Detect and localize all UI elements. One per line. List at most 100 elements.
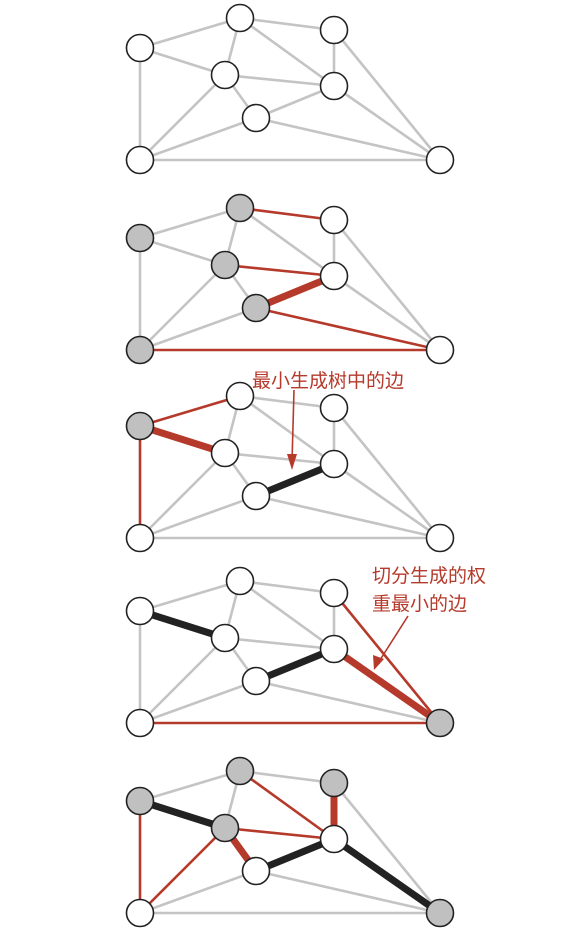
node-f-selected xyxy=(241,293,271,323)
edge-fh xyxy=(255,494,441,540)
node-e xyxy=(319,578,349,608)
node-h xyxy=(425,335,455,365)
crossing-edge-dg xyxy=(224,826,335,841)
node-a-selected xyxy=(125,786,155,816)
annotation-crossing-arrow-line xyxy=(379,615,409,661)
node-d xyxy=(210,60,240,90)
edge-fb xyxy=(139,869,257,915)
edge-ce xyxy=(239,769,335,785)
edge-ac xyxy=(139,206,241,240)
graph-panel-3 xyxy=(125,381,455,553)
node-g xyxy=(319,71,349,101)
node-d xyxy=(210,438,240,468)
node-h xyxy=(425,145,455,175)
annotation-crossing-arrowhead xyxy=(373,655,384,670)
edge-db xyxy=(139,264,226,351)
edge-fh xyxy=(255,116,441,162)
edge-ce xyxy=(239,579,335,595)
node-b xyxy=(125,523,155,553)
mst-edge-ad xyxy=(138,607,227,642)
node-e xyxy=(319,15,349,45)
crossing-edge-ce xyxy=(239,206,335,222)
node-h-selected xyxy=(425,708,455,738)
edge-dg xyxy=(224,451,335,466)
node-g xyxy=(319,634,349,664)
node-h xyxy=(425,523,455,553)
crossing-edge-dg xyxy=(224,263,335,278)
node-f xyxy=(241,103,271,133)
graph-panel-2 xyxy=(125,193,455,365)
edge-cg xyxy=(239,394,335,466)
edge-ce xyxy=(239,394,335,410)
node-b xyxy=(125,898,155,928)
edge-ad xyxy=(139,236,226,267)
node-d-selected xyxy=(210,250,240,280)
edge-gh xyxy=(333,84,441,162)
node-c xyxy=(225,3,255,33)
annotation-crossing-edge: 切分生成的权 重最小的边 xyxy=(372,565,486,670)
node-d-selected xyxy=(210,813,240,843)
node-c-selected xyxy=(225,756,255,786)
edge-eh xyxy=(332,782,442,914)
node-d xyxy=(210,623,240,653)
edge-eh xyxy=(332,407,442,539)
node-e-selected xyxy=(319,768,349,798)
edge-ac xyxy=(139,16,241,50)
crossing-edge-ac xyxy=(139,394,241,428)
graph-panel-5 xyxy=(125,756,455,928)
node-a xyxy=(125,33,155,63)
edge-fb xyxy=(139,306,257,352)
graph-panel-1 xyxy=(125,3,455,175)
min-crossing-edge-gh xyxy=(331,646,443,726)
node-c-selected xyxy=(225,193,255,223)
edge-fb xyxy=(139,116,257,162)
node-c xyxy=(225,381,255,411)
graph-panel-4 xyxy=(125,566,455,738)
crossing-edge-fh xyxy=(255,306,441,352)
edge-gh xyxy=(333,274,441,352)
edge-fh xyxy=(255,679,441,725)
node-a-selected xyxy=(125,223,155,253)
edge-eh xyxy=(332,219,442,351)
node-g xyxy=(319,824,349,854)
edge-db xyxy=(139,452,226,539)
node-e xyxy=(319,393,349,423)
annotation-crossing-line2: 重最小的边 xyxy=(372,593,467,615)
node-h-selected xyxy=(425,898,455,928)
node-b xyxy=(125,145,155,175)
crossing-edge-eh xyxy=(332,592,442,724)
node-f xyxy=(241,481,271,511)
node-f xyxy=(241,856,271,886)
edge-ce xyxy=(239,16,335,32)
edge-db xyxy=(139,637,226,724)
edge-eh xyxy=(332,29,442,161)
annotation-crossing-line1: 切分生成的权 xyxy=(372,565,486,587)
edge-dg xyxy=(224,636,335,651)
edge-dg xyxy=(224,73,335,88)
crossing-edge-cg xyxy=(239,769,335,841)
mst-edge-ad xyxy=(138,797,227,832)
edge-ac xyxy=(139,769,241,803)
edge-db xyxy=(139,74,226,161)
annotation-mst-edge-label: 最小生成树中的边 xyxy=(252,370,404,392)
edge-ad xyxy=(139,46,226,77)
edge-cg xyxy=(239,206,335,278)
crossing-edge-db xyxy=(139,827,226,914)
edge-ac xyxy=(139,579,241,613)
edge-fb xyxy=(139,494,257,540)
annotation-mst-edge-arrowhead xyxy=(287,454,297,470)
edge-gh xyxy=(333,462,441,540)
node-a-selected xyxy=(125,411,155,441)
node-b-selected xyxy=(125,335,155,365)
node-f xyxy=(241,666,271,696)
edge-fh xyxy=(255,869,441,915)
graph-panels xyxy=(125,3,455,928)
annotation-mst-edge: 最小生成树中的边 xyxy=(252,370,404,470)
node-b xyxy=(125,708,155,738)
node-e xyxy=(319,205,349,235)
node-c xyxy=(225,566,255,596)
mst-edge-gh xyxy=(331,836,443,916)
node-a xyxy=(125,596,155,626)
annotation-mst-edge-arrow-line xyxy=(291,389,295,463)
